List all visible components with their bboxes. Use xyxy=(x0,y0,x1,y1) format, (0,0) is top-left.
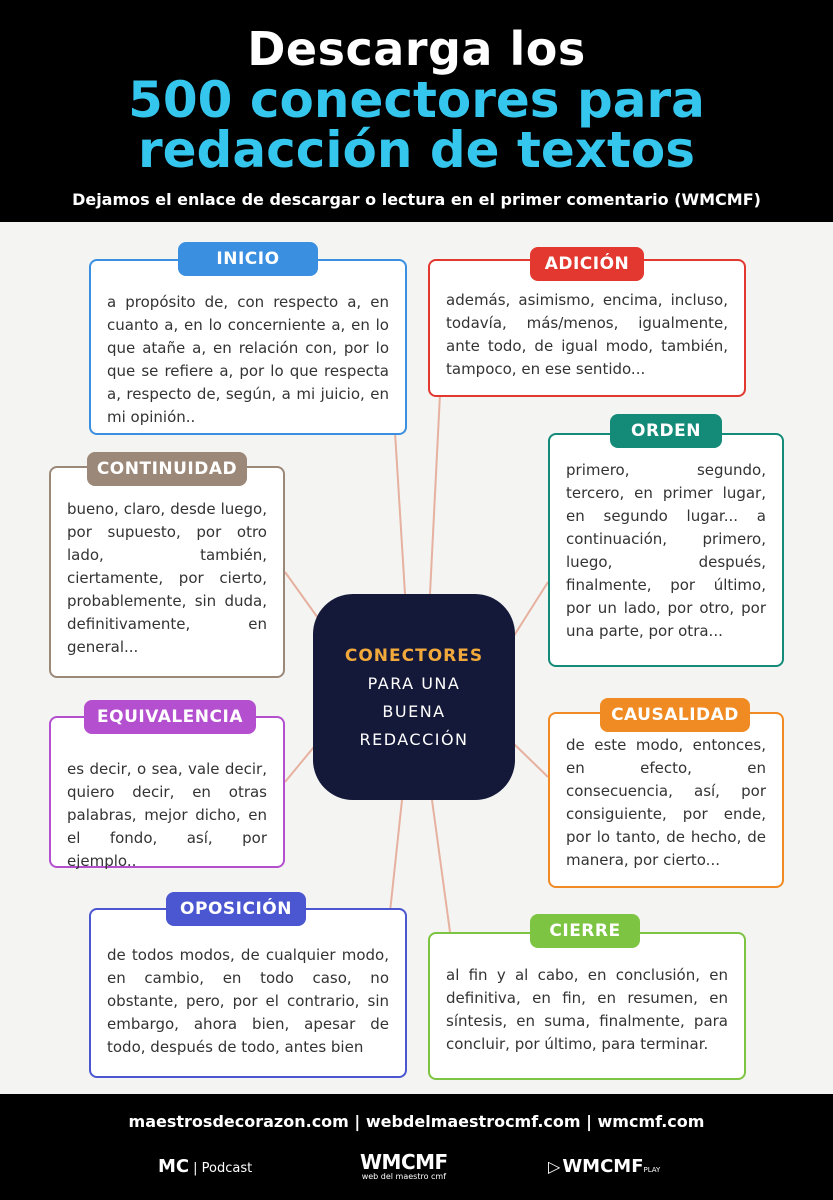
mc-logo-text: MC xyxy=(158,1156,190,1177)
cierre-label: CIERRE xyxy=(530,914,640,948)
podcast-label: | Podcast xyxy=(193,1161,253,1176)
center-title: CONECTORES xyxy=(344,646,484,666)
orden-box: primero, segundo, tercero, en primer lug… xyxy=(548,433,784,667)
play-logo-subtext: PLAY xyxy=(643,1166,661,1174)
continuidad-label: CONTINUIDAD xyxy=(87,452,247,486)
adicion-text: además, asimismo, encima, incluso, todav… xyxy=(446,291,728,378)
continuidad-text: bueno, claro, desde luego, por supuesto,… xyxy=(67,500,267,656)
oposicion-box: de todos modos, de cualquier modo, en ca… xyxy=(89,908,407,1078)
line-orden xyxy=(509,581,549,643)
line-causalidad xyxy=(511,741,549,778)
center-line-4: REDACCIÓN xyxy=(359,730,469,749)
causalidad-text: de este modo, entonces, en efecto, en co… xyxy=(566,736,766,869)
connector-lines xyxy=(284,393,549,933)
title-line-1: Descarga los xyxy=(247,22,586,76)
footer-links[interactable]: maestrosdecorazon.com | webdelmaestrocmf… xyxy=(128,1112,705,1131)
wmcmf-play-logo: ▷WMCMFPLAY xyxy=(548,1156,660,1177)
line-cierre xyxy=(431,799,451,933)
equivalencia-label: EQUIVALENCIA xyxy=(84,700,256,734)
mind-map: a propósito de, con respecto a, en cuant… xyxy=(0,222,833,1094)
center-line-3: BUENA xyxy=(382,702,446,721)
center-node: CONECTORES PARA UNA BUENA REDACCIÓN xyxy=(313,594,515,800)
orden-label: ORDEN xyxy=(610,414,722,448)
wmcmf-logo-subtext: web del maestro cmf xyxy=(361,1172,447,1181)
cierre-text: al fin y al cabo, en conclusión, en defi… xyxy=(446,966,728,1053)
line-inicio xyxy=(394,431,406,595)
footer: maestrosdecorazon.com | webdelmaestrocmf… xyxy=(0,1094,833,1200)
wmcmf-logo: WMCMF web del maestro cmf xyxy=(360,1150,448,1181)
line-oposicion xyxy=(389,799,403,913)
title-line-2: 500 conectores para xyxy=(128,71,705,129)
equivalencia-box: es decir, o sea, vale decir, quiero deci… xyxy=(49,716,285,870)
oposicion-text: de todos modos, de cualquier modo, en ca… xyxy=(107,946,389,1056)
mc-podcast-logo: MC| Podcast xyxy=(158,1156,252,1177)
line-equivalencia xyxy=(284,741,319,783)
inicio-text: a propósito de, con respecto a, en cuant… xyxy=(107,293,389,426)
inicio-box: a propósito de, con respecto a, en cuant… xyxy=(89,259,407,435)
play-logo-text: WMCMF xyxy=(562,1156,644,1177)
inicio-label: INICIO xyxy=(178,242,318,276)
equivalencia-text: es decir, o sea, vale decir, quiero deci… xyxy=(67,760,267,870)
causalidad-label: CAUSALIDAD xyxy=(600,698,750,732)
line-adicion xyxy=(429,393,441,595)
center-line-2: PARA UNA xyxy=(367,674,461,693)
cierre-box: al fin y al cabo, en conclusión, en defi… xyxy=(428,932,746,1080)
continuidad-box: bueno, claro, desde luego, por supuesto,… xyxy=(49,466,285,678)
header-banner: Descarga los 500 conectores para redacci… xyxy=(0,0,833,222)
orden-text: primero, segundo, tercero, en primer lug… xyxy=(566,461,766,640)
oposicion-label: OPOSICIÓN xyxy=(166,892,306,926)
wmcmf-logo-text: WMCMF xyxy=(360,1150,448,1174)
adicion-label: ADICIÓN xyxy=(530,247,644,281)
play-icon: ▷ xyxy=(548,1157,561,1176)
title-line-3: redacción de textos xyxy=(137,121,696,179)
causalidad-box: de este modo, entonces, en efecto, en co… xyxy=(548,712,784,888)
subtitle: Dejamos el enlace de descargar o lectura… xyxy=(72,190,761,209)
